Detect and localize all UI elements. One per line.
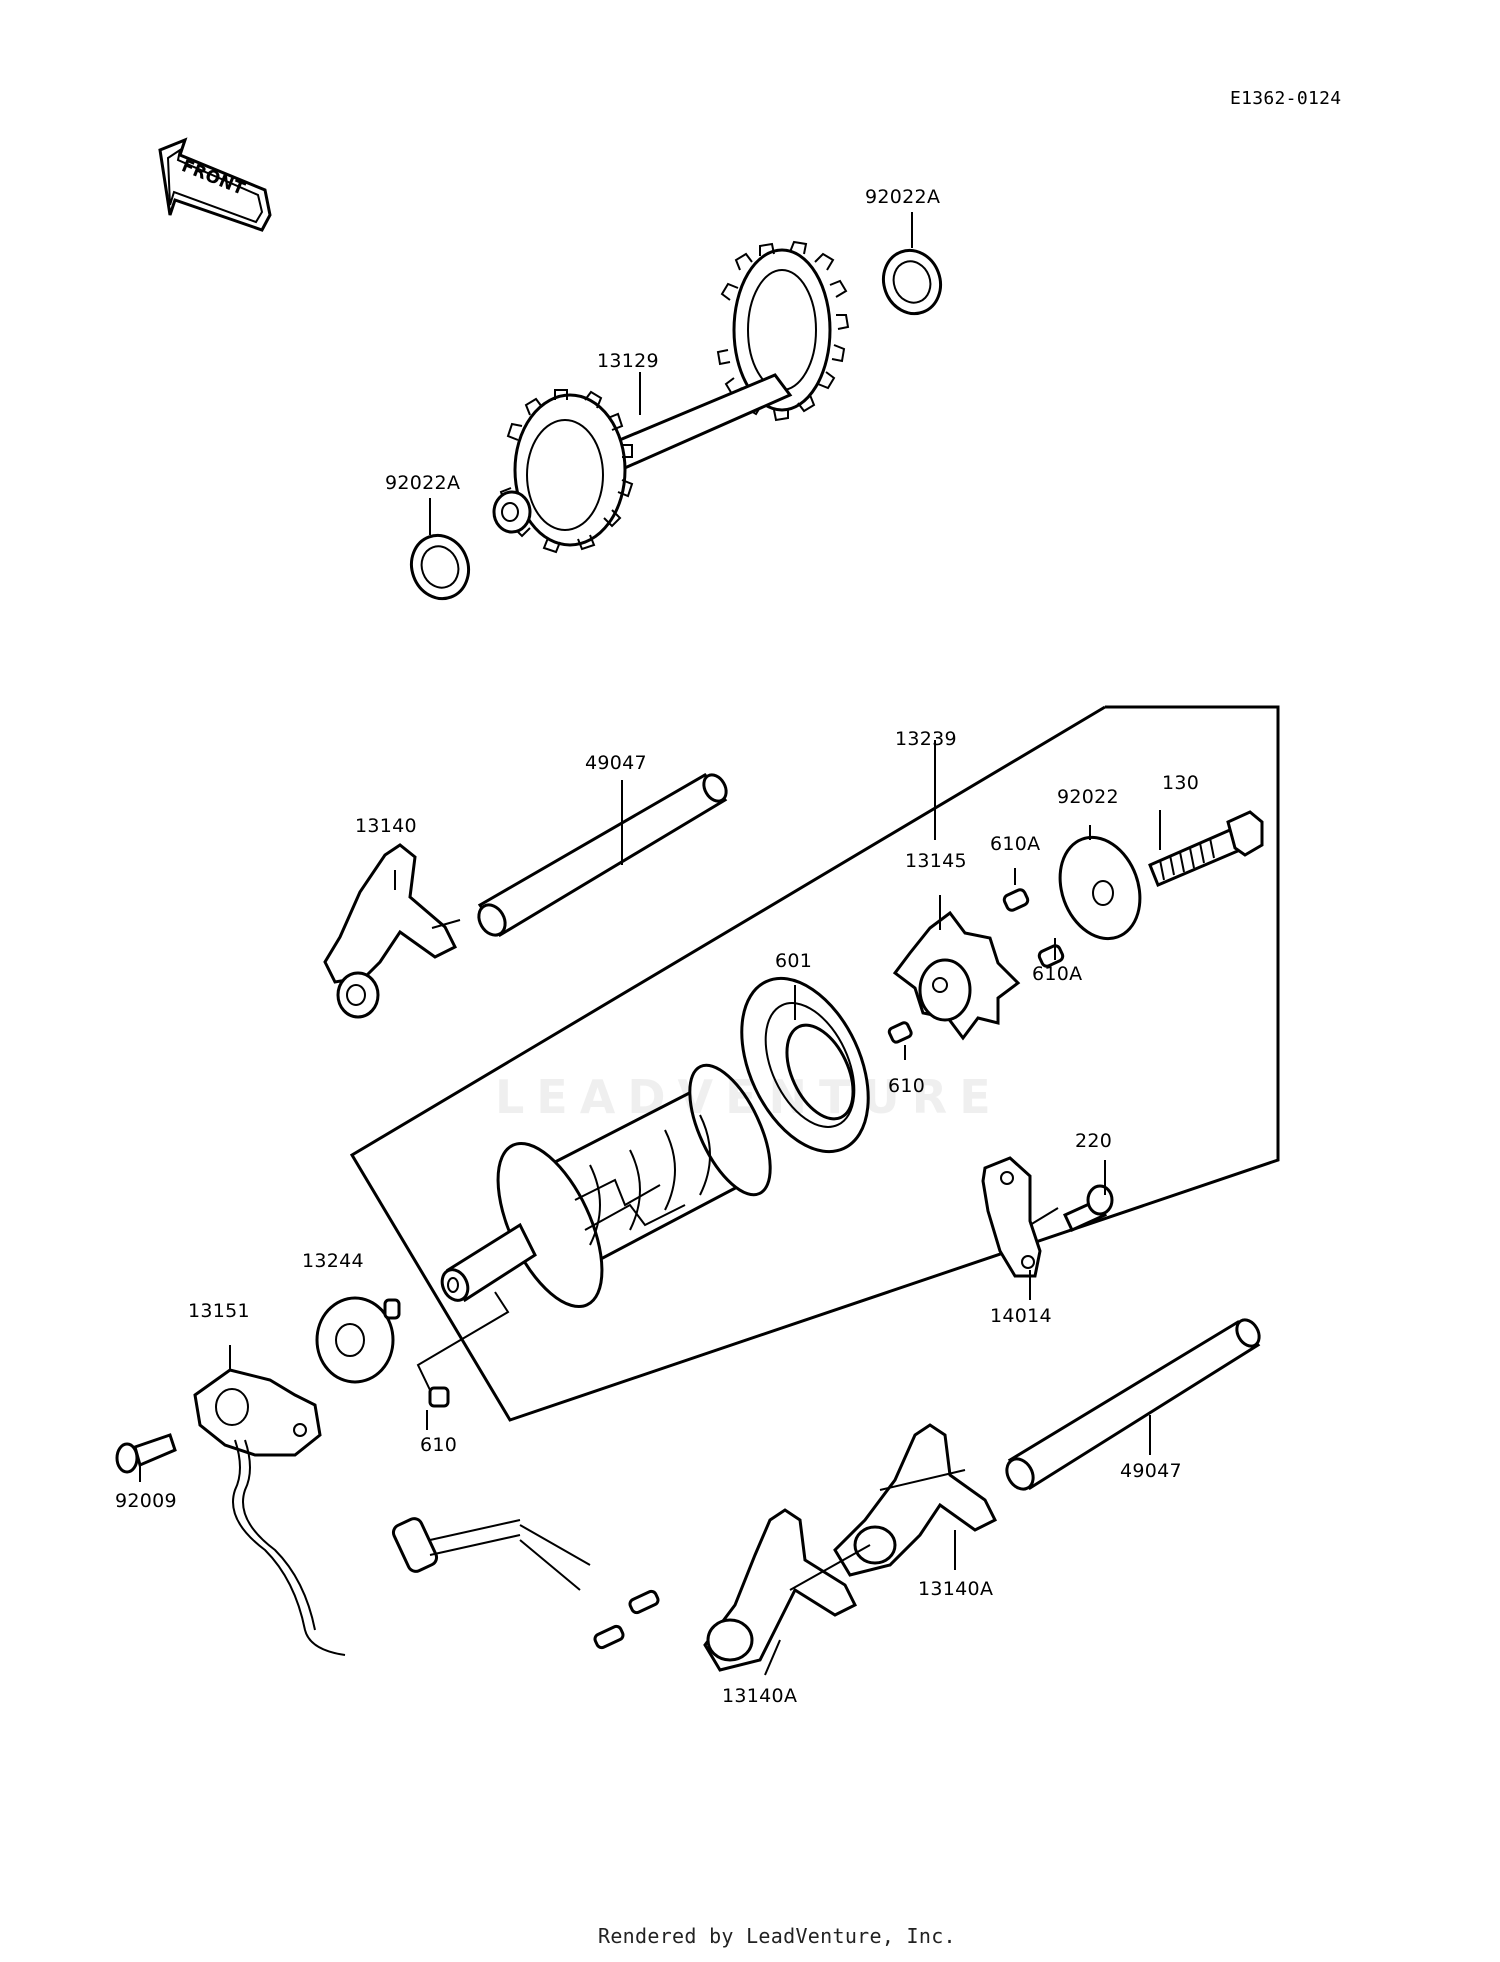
bearing-601	[740, 976, 870, 1154]
label-610A-b: 610A	[1032, 963, 1083, 985]
label-13140A-b: 13140A	[722, 1685, 798, 1707]
label-13145: 13145	[905, 850, 967, 872]
watermark: LEADVENTURE	[495, 1070, 1003, 1124]
label-49047-top: 49047	[585, 752, 647, 774]
leader-lines-bottom	[139, 780, 1161, 1676]
label-13151: 13151	[188, 1300, 250, 1322]
diagram-code: E1362-0124	[1230, 88, 1342, 109]
label-13140: 13140	[355, 815, 417, 837]
label-92022A-top: 92022A	[865, 186, 941, 208]
label-13140A-a: 13140A	[918, 1578, 994, 1600]
leader-lines-top	[429, 212, 913, 535]
label-92022A-left: 92022A	[385, 472, 461, 494]
pin-610-low	[428, 1386, 450, 1408]
washer-92022A-left	[410, 533, 470, 601]
cam-plate-13145	[892, 910, 1021, 1041]
shift-fork-13140A-lower	[703, 1508, 858, 1672]
shift-fork-13140A-upper	[833, 1423, 998, 1577]
front-arrow-icon	[158, 137, 272, 232]
label-601: 601	[775, 950, 813, 972]
pin-holder-13244	[315, 1296, 401, 1384]
shift-fork-13140	[323, 843, 458, 1019]
assembly-boundary-13239	[349, 705, 1280, 1422]
label-610A-a: 610A	[990, 833, 1041, 855]
washer-92022	[1058, 835, 1142, 941]
pin-610A-b	[1037, 944, 1065, 968]
label-130: 130	[1162, 772, 1200, 794]
shift-drum	[440, 1063, 772, 1309]
fork-shaft-49047-top	[477, 773, 728, 938]
label-220: 220	[1075, 1130, 1113, 1152]
gear-shaft-13129	[492, 240, 850, 554]
label-92022: 92022	[1057, 786, 1119, 808]
label-92009: 92009	[115, 1490, 177, 1512]
stopper-plate-14014	[981, 1156, 1042, 1278]
bolt-130	[1148, 810, 1264, 887]
label-13244: 13244	[302, 1250, 364, 1272]
leader-lines-drum	[416, 1291, 510, 1391]
label-610-mid: 610	[888, 1075, 926, 1097]
fork-shaft-49047-bottom	[1005, 1318, 1261, 1491]
label-49047-bottom: 49047	[1120, 1460, 1182, 1482]
label-610-low: 610	[420, 1434, 458, 1456]
label-13239: 13239	[895, 728, 957, 750]
washer-92022A-top	[882, 248, 942, 316]
neutral-switch-13151	[193, 1368, 660, 1656]
footer-credit: Rendered by LeadVenture, Inc.	[598, 1924, 956, 1948]
label-13129: 13129	[597, 350, 659, 372]
label-14014: 14014	[990, 1305, 1052, 1327]
pin-610A-a	[1002, 888, 1030, 912]
screw-92009	[115, 1433, 177, 1474]
pin-610-mid	[887, 1021, 913, 1044]
